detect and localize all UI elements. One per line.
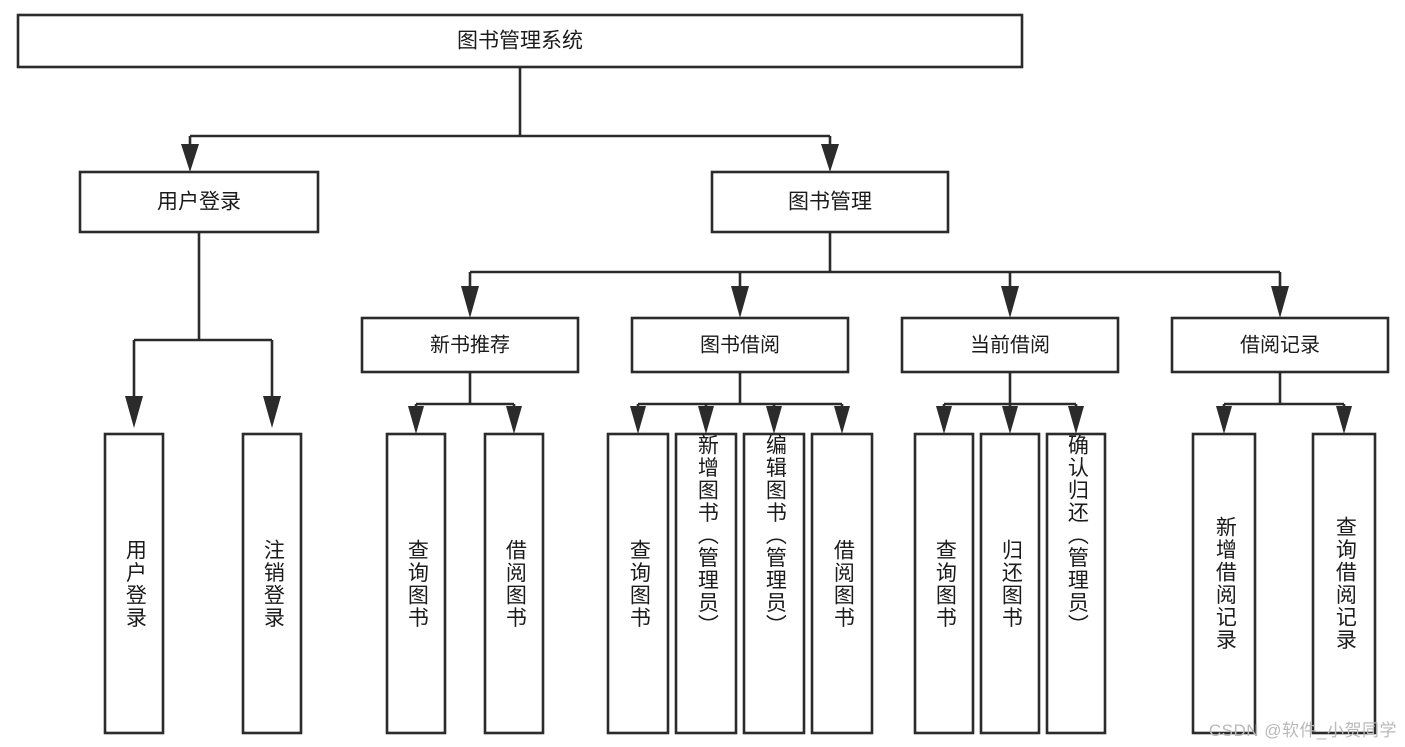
leaf-box-current-confirm[interactable] [1045,432,1107,735]
node-current-borrow[interactable]: 当前借阅 [900,316,1120,374]
csdn-watermark: CSDN @软件_小贺同学 [1208,721,1397,740]
leaf-box-newbook-borrow[interactable] [483,432,545,735]
leaf-box-borrow-query[interactable] [606,432,670,735]
node-root-label: 图书管理系统 [457,30,583,53]
arrow-borrow-l2 [698,406,714,434]
node-new-book-rec-box[interactable] [360,316,580,374]
arrow-borrow-l4 [834,406,850,434]
arrow-root-to-book [821,144,839,172]
arrow-record-l2 [1336,406,1352,434]
leaf-box-record-query[interactable] [1311,432,1377,735]
leaf-box-borrow-lend[interactable] [810,432,874,735]
leaf-box-current-query[interactable] [913,432,975,735]
arrow-current-l3 [1068,406,1084,434]
node-book-borrow[interactable]: 图书借阅 [630,316,850,374]
leaf-box-user-login[interactable] [103,432,165,735]
node-current-borrow-label: 当前借阅 [970,333,1050,356]
arrow-newbook-l1 [408,406,424,434]
node-book-borrow-box[interactable] [630,316,850,374]
arrow-root-to-user [181,144,199,172]
leaf-box-current-return[interactable] [979,432,1041,735]
node-book-manage-box[interactable] [710,170,950,234]
arrow-borrow-l1 [630,406,646,434]
arrow-book-to-record [1271,286,1289,318]
leaf-box-borrow-edit[interactable] [742,432,806,735]
node-book-borrow-label: 图书借阅 [700,333,780,356]
node-current-borrow-box[interactable] [900,316,1120,374]
node-new-book-rec[interactable]: 新书推荐 [360,316,580,374]
node-user-login[interactable]: 用户登录 [78,170,320,234]
node-borrow-record-box[interactable] [1170,316,1390,374]
node-book-manage[interactable]: 图书管理 [710,170,950,234]
node-user-login-label: 用户登录 [157,191,241,214]
arrow-current-l1 [936,406,952,434]
arrow-user-leaf1 [125,396,143,428]
node-book-manage-label: 图书管理 [788,191,872,214]
node-borrow-record-label: 借阅记录 [1240,333,1320,356]
node-borrow-record[interactable]: 借阅记录 [1170,316,1390,374]
leaf-box-logout[interactable] [241,432,303,735]
arrow-book-to-current [1001,286,1019,318]
arrow-borrow-l3 [766,406,782,434]
leaf-box-record-add[interactable] [1191,432,1257,735]
leaf-box-newbook-query[interactable] [385,432,447,735]
arrow-user-leaf2 [263,396,281,428]
node-root-box[interactable] [16,13,1024,69]
node-new-book-rec-label: 新书推荐 [430,333,510,356]
node-root[interactable]: 图书管理系统 [16,13,1024,69]
arrow-record-l1 [1216,406,1232,434]
leaf-box-borrow-add[interactable] [674,432,738,735]
arrow-book-to-borrow [731,286,749,318]
arrow-newbook-l2 [506,406,522,434]
arrow-book-to-new [461,286,479,318]
arrow-current-l2 [1002,406,1018,434]
